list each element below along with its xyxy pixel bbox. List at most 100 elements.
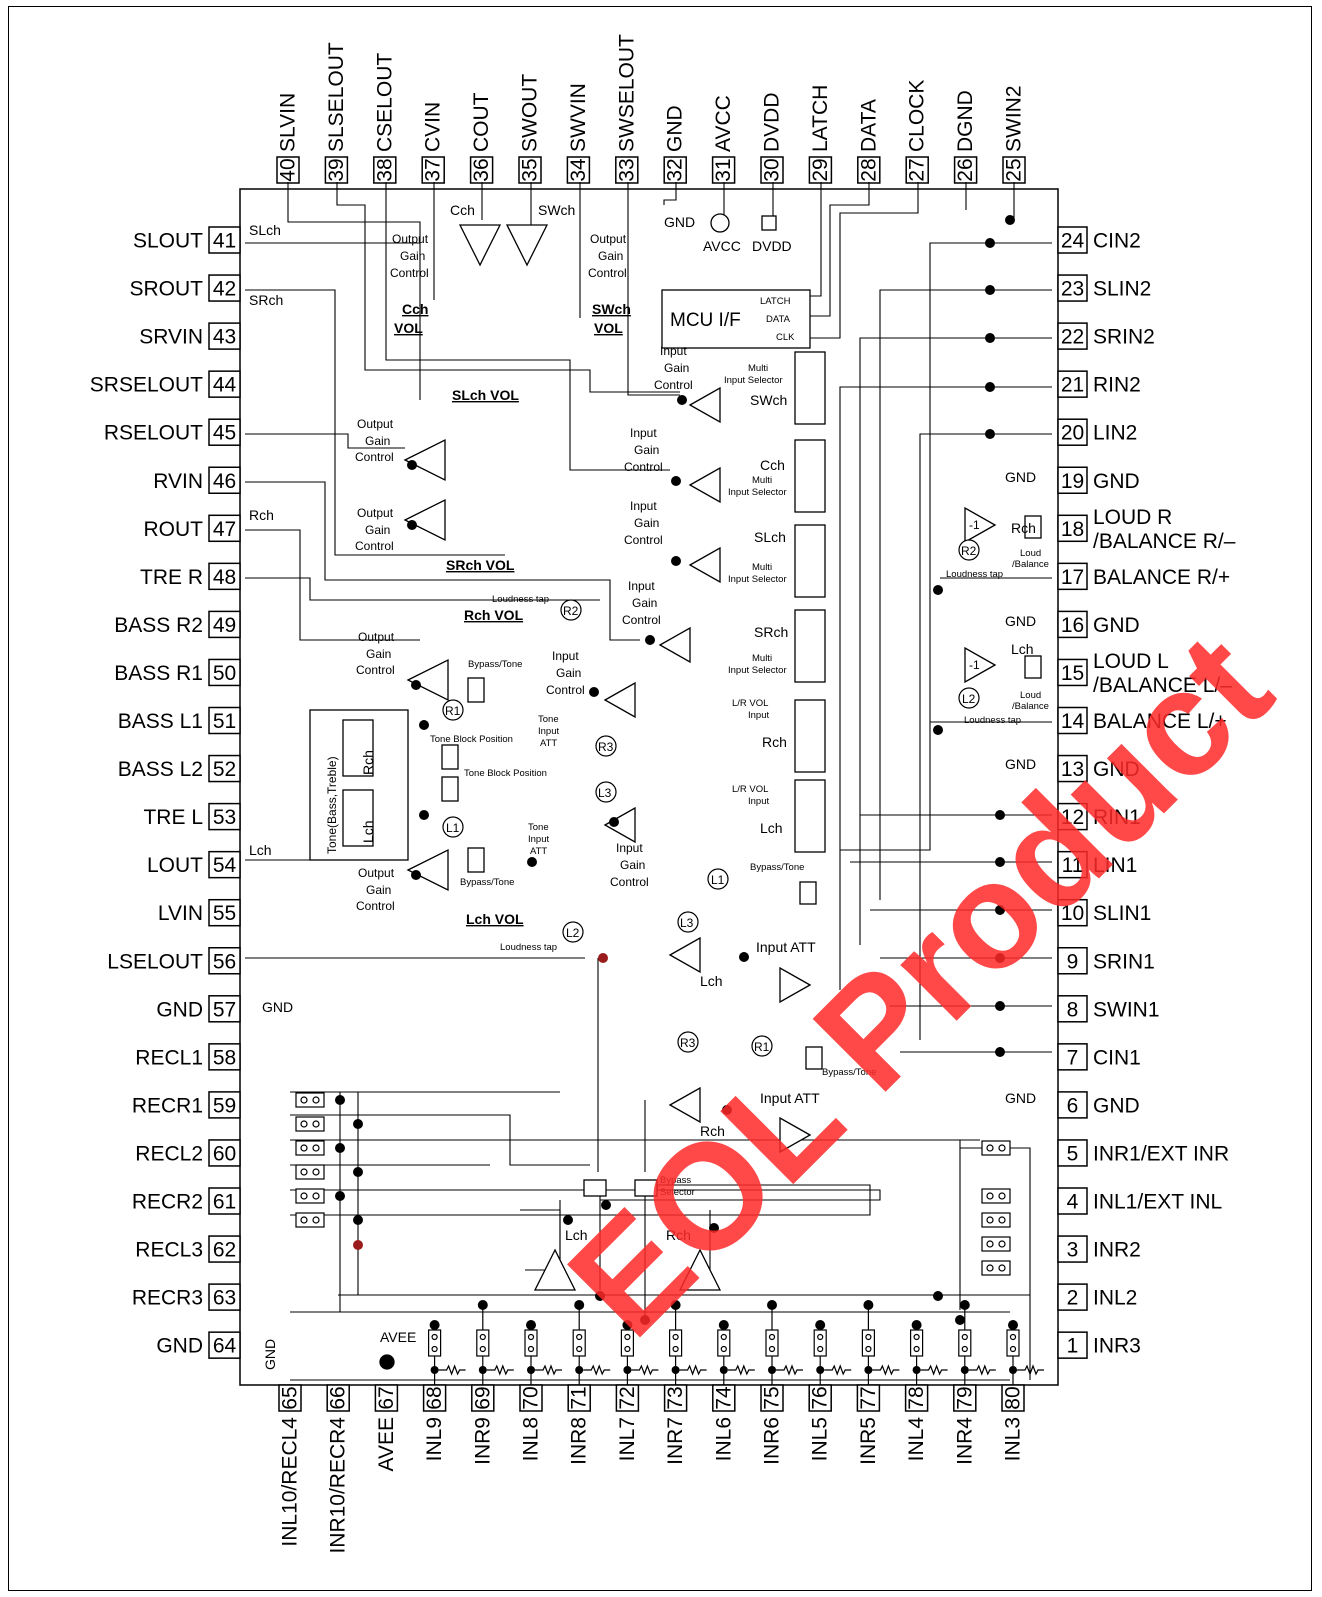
multi-label-4: Multi [752, 653, 772, 664]
slch-input-opamp [688, 546, 721, 584]
junction-dot [589, 687, 599, 697]
pin-number: 32 [664, 158, 687, 181]
cch-opamp [458, 224, 502, 267]
pin-label-line2: /BALANCE R/– [1093, 530, 1236, 553]
switch-contact [817, 1345, 824, 1353]
ring-r2-a: R2 [563, 604, 579, 618]
pin-number: 48 [213, 566, 236, 589]
att-rch-label: Rch [700, 1123, 725, 1139]
slch-in-label: Input [630, 499, 657, 513]
ring-l1-b: L1 [711, 873, 725, 887]
junction-dot [863, 1300, 874, 1310]
cch-output-label: Output [392, 232, 429, 246]
pin-number: 55 [213, 902, 236, 925]
mcu-clk-label: CLK [776, 332, 795, 343]
switch-contact [672, 1333, 679, 1341]
neg1-l: -1 [969, 658, 980, 672]
rch-out-output: Output [358, 630, 395, 644]
gnd-57-label: GND [262, 999, 293, 1015]
junction-dot [677, 395, 687, 405]
junction-dot [709, 1223, 719, 1233]
mcu-if-box [661, 289, 811, 349]
switch-contact [865, 1333, 872, 1341]
pin-number: 19 [1061, 470, 1084, 493]
switch-contact [479, 1345, 486, 1353]
pin-number: 12 [1061, 806, 1084, 829]
junction-dot [419, 720, 429, 730]
pin-number: 34 [567, 158, 590, 182]
loud-l-1: Loud [1020, 690, 1041, 701]
tone-input-att-r3: ATT [540, 738, 557, 749]
pin-number: 25 [1003, 158, 1026, 181]
pin-label: SRIN1 [1093, 950, 1155, 973]
junction-dot [335, 1095, 345, 1105]
loudness-tap-r2: Loudness tap [946, 569, 1003, 580]
junction-dot [429, 1320, 440, 1330]
mcu-if-label: MCU I/F [670, 310, 741, 331]
srch-in-control: Control [622, 613, 661, 627]
ring-markers: R2 R1 R3 L3 L1 L2 L1 L3 R3 R1 R2 L2 [442, 539, 980, 1057]
switch-contact [986, 1216, 994, 1224]
pin-label: INL4 [905, 1417, 928, 1462]
loudness-tap-l2: Loudness tap [964, 715, 1021, 726]
junction-dot [609, 817, 619, 827]
switch-contact [998, 1192, 1006, 1200]
rec-lch-label: Lch [565, 1227, 588, 1243]
pin-number: 42 [213, 278, 236, 301]
pin-label: INL8 [520, 1417, 543, 1461]
pin-group: 40SLVIN39SLSELOUT38CSELOUT37CVIN36COUT35… [90, 34, 1236, 1554]
pin-label-line2: /BALANCE L/– [1093, 674, 1232, 697]
switch-contact [300, 1144, 308, 1152]
cch-in-gain: Gain [634, 443, 659, 457]
rec-switch [295, 1212, 325, 1228]
srch-out-gain: Gain [365, 523, 390, 537]
swch-output-label: Output [590, 232, 627, 246]
gnd-label-top: GND [664, 214, 695, 230]
rch-att-opamp-a [668, 1086, 701, 1124]
resistor [824, 1364, 852, 1376]
pin-number: 15 [1061, 662, 1084, 685]
pin-label: SWSELOUT [615, 34, 638, 152]
junction-dot [411, 870, 421, 880]
pin-number: 72 [616, 1386, 639, 1409]
slch-sel-label: SLch [754, 529, 786, 545]
pin-label: SLIN2 [1093, 278, 1151, 301]
in-switch [981, 1212, 1011, 1228]
bypass-tone-l: Bypass/Tone [460, 877, 514, 888]
pin-label: CVIN [422, 102, 445, 152]
tone-input-att-l1: Tone [528, 822, 549, 833]
junction-dot [815, 1320, 826, 1330]
pin-label: ROUT [144, 518, 204, 541]
tone-input-att-r2: Input [538, 726, 559, 737]
switch-contact [986, 1144, 994, 1152]
pin-number: 26 [954, 158, 977, 181]
junction-dot [353, 1240, 363, 1250]
diagram-frame [8, 6, 1312, 1591]
mcu-latch-label: LATCH [760, 296, 791, 307]
rec-switch [295, 1116, 325, 1132]
junction-dot [335, 1143, 345, 1153]
junction-dot [985, 238, 995, 248]
pin-number: 66 [327, 1386, 350, 1409]
pin-label: RECR2 [132, 1191, 203, 1214]
pin-label: BASS L1 [118, 710, 203, 733]
pin-number: 71 [568, 1386, 591, 1409]
pin-number: 10 [1061, 902, 1084, 925]
ring-l2-b: L2 [962, 692, 976, 706]
input-selector-label-4: Input Selector [728, 665, 787, 676]
pin-number: 5 [1067, 1142, 1079, 1165]
